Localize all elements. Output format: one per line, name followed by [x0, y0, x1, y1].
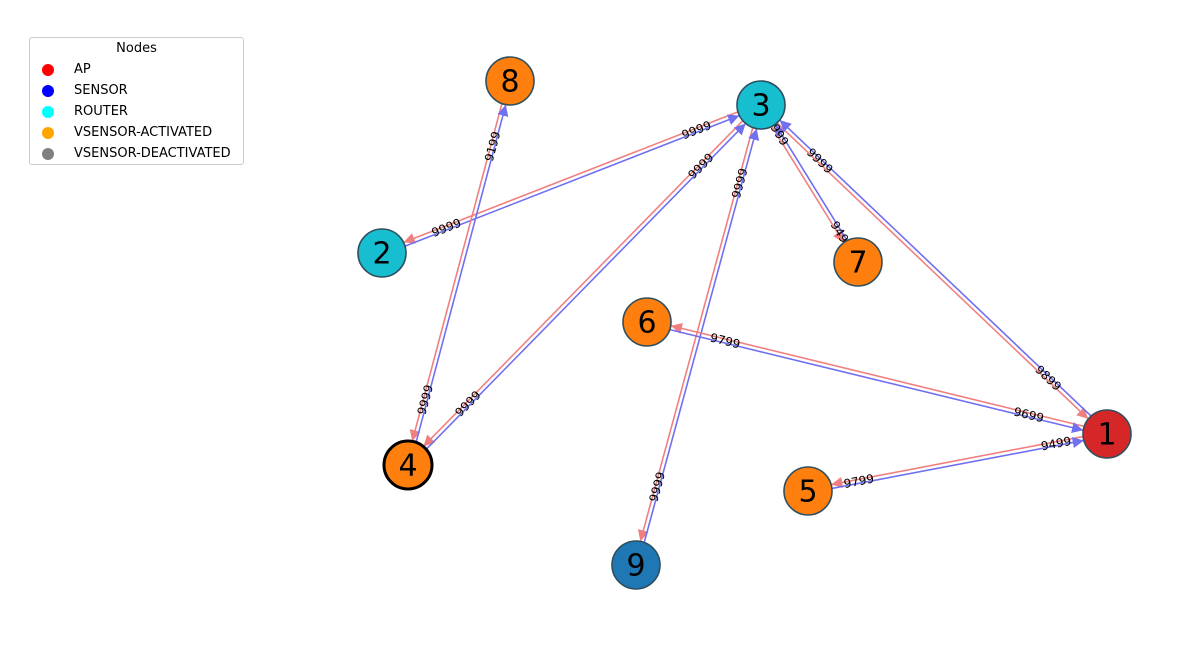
node-5[interactable] [783, 466, 833, 516]
edge-label-1-6: 9699 [1012, 405, 1045, 426]
edge-label-8-4: 9199 [482, 130, 503, 163]
edge-label-5-1: 9799 [843, 472, 876, 491]
edge-label-4-3: 9999 [452, 388, 483, 420]
legend-label: VSENSOR-DEACTIVATED [74, 146, 231, 161]
edge-1-6 [670, 322, 1085, 428]
legend-dot-vsensor-activated [42, 127, 54, 139]
edge-label-2-3: 9999 [430, 216, 464, 240]
edge-4-3 [425, 122, 747, 450]
edge-3-4 [422, 120, 744, 448]
edge-3-2 [403, 111, 739, 244]
node-7[interactable] [833, 237, 883, 287]
legend-label: SENSOR [74, 83, 128, 98]
node-label-2: 2 [372, 237, 391, 272]
node-1[interactable] [1082, 409, 1132, 459]
edge-1-3 [779, 119, 1092, 417]
edge-9-3 [643, 128, 760, 543]
legend-dot-vsensor-deactivated [42, 148, 54, 160]
edge-label-3-1: 9999 [804, 145, 836, 176]
edge-3-7 [771, 126, 845, 244]
edges-layer [403, 103, 1092, 543]
edge-label-3-9: 9999 [729, 167, 751, 200]
node-8[interactable] [485, 56, 535, 106]
node-label-4: 4 [398, 449, 417, 484]
edge-label-3-2: 9999 [680, 118, 714, 142]
legend-dot-ap [42, 64, 54, 76]
node-6[interactable] [622, 297, 672, 347]
legend-label: ROUTER [74, 104, 128, 119]
node-label-5: 5 [798, 475, 817, 510]
node-4[interactable] [382, 439, 434, 491]
edge-6-1 [669, 328, 1084, 434]
node-label-1: 1 [1097, 418, 1116, 453]
edge-label-1-5: 9499 [1040, 434, 1073, 453]
legend-label: AP [74, 62, 91, 77]
node-label-7: 7 [848, 246, 867, 281]
node-label-6: 6 [637, 306, 656, 341]
edge-label-3-4: 9999 [685, 150, 716, 182]
edge-1-5 [831, 435, 1084, 488]
nodes-layer: 1 2 3 4 5 6 7 8 9 [357, 56, 1132, 590]
edge-4-8 [415, 104, 509, 443]
node-3[interactable] [736, 80, 786, 130]
legend-title: Nodes [116, 41, 157, 56]
node-label-9: 9 [626, 549, 645, 584]
edge-label-1-3: 9899 [1032, 362, 1064, 393]
edge-7-3 [774, 123, 848, 241]
edge-3-1 [776, 122, 1089, 420]
legend-label: VSENSOR-ACTIVATED [74, 125, 213, 140]
legend-dot-router [42, 106, 54, 118]
edge-2-3 [404, 114, 740, 247]
edge-label-6-1: 9799 [709, 331, 742, 352]
node-2[interactable] [357, 228, 407, 278]
edge-8-4 [409, 103, 503, 442]
edge-label-9-3: 9999 [646, 470, 668, 503]
node-9[interactable] [611, 540, 661, 590]
node-label-3: 3 [751, 89, 770, 124]
legend-dot-sensor [42, 85, 54, 97]
node-label-8: 8 [500, 65, 519, 100]
legend: Nodes AP SENSOR ROUTER VSENSOR-ACTIVATED… [29, 37, 244, 165]
edge-3-9 [637, 127, 754, 542]
edge-5-1 [831, 437, 1084, 490]
edge-label-4-8: 9999 [415, 383, 436, 416]
